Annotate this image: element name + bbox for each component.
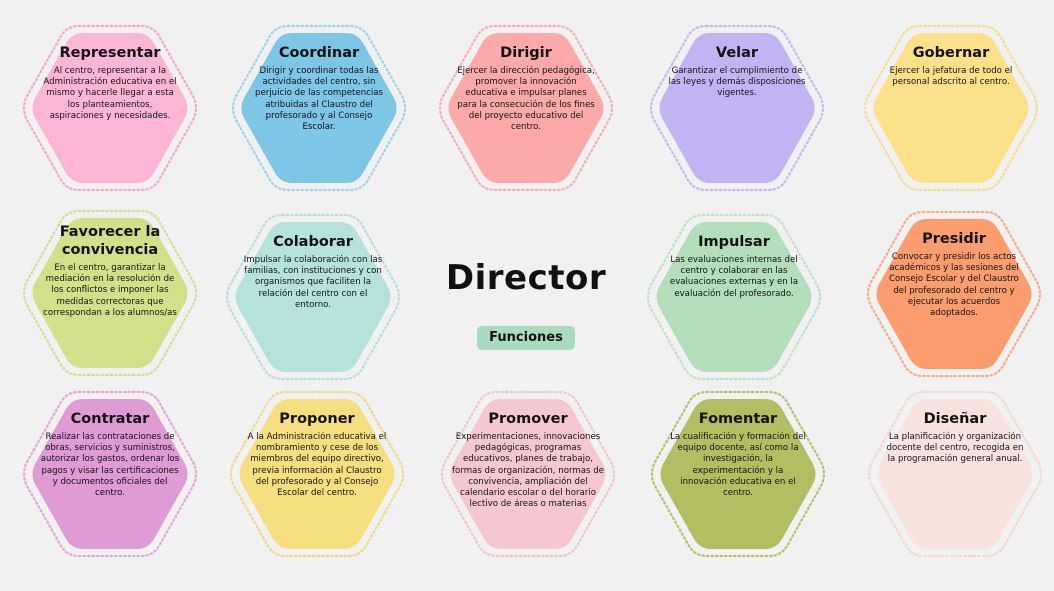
hex-content: Colaborar Impulsar la colaboración con l… [243, 233, 383, 369]
hex-content: Gobernar Ejercer la jefatura de todo el … [881, 44, 1021, 180]
hex-content: Representar Al centro, representar a la … [40, 44, 180, 180]
function-description: En el centro, garantizar la mediación en… [43, 263, 177, 318]
hex-content: Velar Garantizar el cumplimiento de las … [667, 44, 807, 180]
function-title: Promover [488, 411, 568, 427]
function-title: Dirigir [500, 45, 552, 61]
hex-contratar: Contratar Realizar las contrataciones de… [22, 390, 198, 558]
hex-representar: Representar Al centro, representar a la … [22, 24, 198, 192]
function-description: Impulsar la colaboración con las familia… [243, 255, 383, 310]
center-title: Director [445, 258, 607, 298]
hex-content: Contratar Realizar las contrataciones de… [40, 410, 180, 546]
hex-proponer: Proponer A la Administración educativa e… [229, 390, 405, 558]
hex-gobernar: Gobernar Ejercer la jefatura de todo el … [863, 24, 1039, 192]
hex-shape [440, 390, 616, 558]
function-description: Al centro, representar a la Administraci… [43, 66, 177, 121]
hex-shape [863, 24, 1039, 192]
hex-favorecer: Favorecer la convivencia En el centro, g… [22, 209, 198, 377]
hex-coordinar: Coordinar Dirigir y coordinar todas las … [231, 24, 407, 192]
hex-shape [650, 390, 826, 558]
function-title: Gobernar [912, 45, 990, 61]
functions-badge: Funciones [477, 326, 575, 350]
function-description: Garantizar el cumplimiento de las leyes … [668, 66, 806, 99]
function-title: Diseñar [923, 411, 987, 427]
hex-content: Proponer A la Administración educativa e… [247, 410, 387, 546]
hex-shape [649, 24, 825, 192]
hex-disenar: Diseñar La planificación y organización … [867, 390, 1043, 558]
function-description: A la Administración educativa el nombram… [247, 432, 387, 499]
hex-shape [867, 390, 1043, 558]
function-description: Ejercer la dirección pedagógica, promove… [457, 66, 595, 133]
function-description: Las evaluaciones internas del centro y c… [669, 255, 799, 299]
hex-shape [231, 24, 407, 192]
function-title: Proponer [279, 411, 355, 427]
function-description: La planificación y organización docente … [886, 432, 1024, 465]
function-title: Fomentar [698, 411, 778, 427]
hex-impulsar: Impulsar Las evaluaciones internas del c… [646, 213, 822, 381]
hex-shape [646, 213, 822, 381]
function-title: Favorecer la convivencia [59, 224, 161, 258]
hex-promover: Promover Experimentaciones, innovaciones… [440, 390, 616, 558]
function-title: Presidir [922, 231, 986, 247]
hex-content: Presidir Convocar y presidir los actos a… [884, 230, 1024, 366]
function-title: Contratar [70, 411, 150, 427]
hex-shape [866, 210, 1042, 378]
hex-shape [225, 213, 401, 381]
hex-content: Coordinar Dirigir y coordinar todas las … [249, 44, 389, 180]
hex-shape [22, 390, 198, 558]
function-description: Convocar y presidir los actos académicos… [889, 252, 1019, 319]
hex-content: Promover Experimentaciones, innovaciones… [452, 410, 604, 546]
hex-shape [229, 390, 405, 558]
function-description: Experimentaciones, innovaciones pedagógi… [452, 432, 604, 510]
hex-content: Impulsar Las evaluaciones internas del c… [664, 233, 804, 369]
function-description: La cualificación y formación del equipo … [670, 432, 806, 499]
hex-colaborar: Colaborar Impulsar la colaboración con l… [225, 213, 401, 381]
hex-content: Favorecer la convivencia En el centro, g… [40, 223, 180, 365]
hex-shape [22, 209, 198, 377]
hex-velar: Velar Garantizar el cumplimiento de las … [649, 24, 825, 192]
hex-content: Diseñar La planificación y organización … [885, 410, 1025, 546]
function-title: Colaborar [273, 234, 353, 250]
function-title: Representar [59, 45, 161, 61]
function-title: Coordinar [278, 45, 360, 61]
function-title: Impulsar [698, 234, 770, 250]
function-title: Velar [715, 45, 759, 61]
hex-fomentar: Fomentar La cualificación y formación de… [650, 390, 826, 558]
function-description: Realizar las contrataciones de obras, se… [40, 432, 180, 499]
function-description: Ejercer la jefatura de todo el personal … [889, 66, 1013, 88]
hex-shape [22, 24, 198, 192]
hex-dirigir: Dirigir Ejercer la dirección pedagógica,… [438, 24, 614, 192]
hex-content: Fomentar La cualificación y formación de… [668, 410, 808, 546]
function-description: Dirigir y coordinar todas las actividade… [255, 66, 383, 133]
hex-presidir: Presidir Convocar y presidir los actos a… [866, 210, 1042, 378]
hex-content: Dirigir Ejercer la dirección pedagógica,… [456, 44, 596, 180]
hex-shape [438, 24, 614, 192]
